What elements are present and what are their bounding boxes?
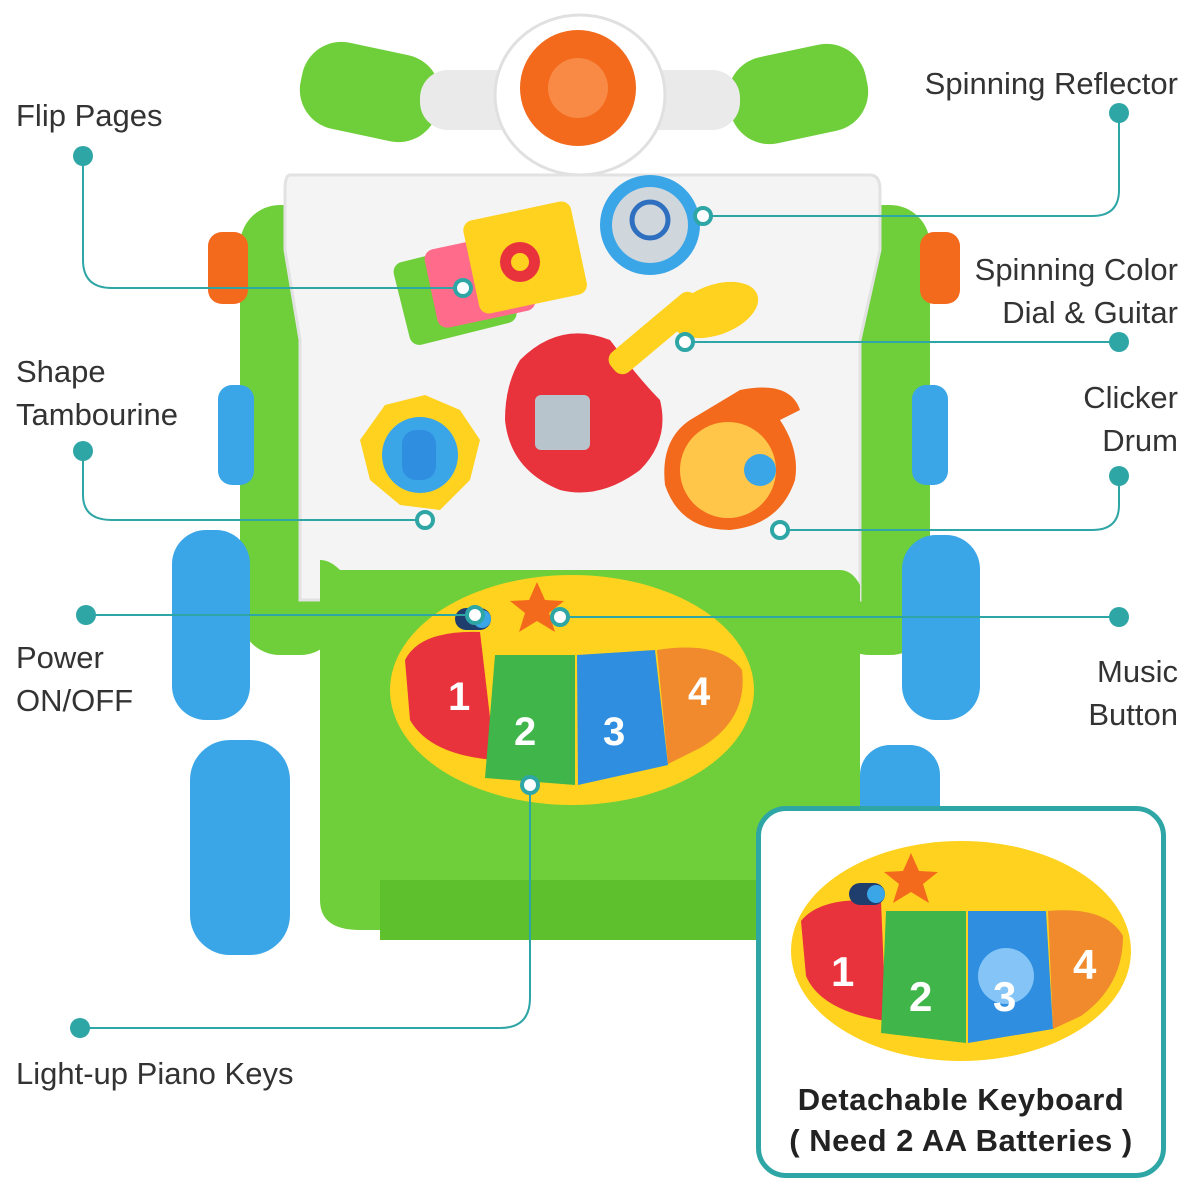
label-shape-tambourine-line2: Tambourine — [16, 397, 178, 432]
label-clicker-drum-line2: Drum — [1102, 423, 1178, 458]
label-clicker-drum: Clicker Drum — [1083, 376, 1178, 462]
label-power-line1: Power — [16, 640, 104, 675]
walker-key-1: 1 — [448, 675, 470, 719]
shape-tambourine — [360, 395, 480, 510]
inset-star-button — [884, 853, 938, 903]
callout-lines — [80, 113, 1120, 1029]
walker-key-2: 2 — [514, 710, 536, 754]
inset-caption-line1: Detachable Keyboard — [797, 1082, 1125, 1117]
inset-key-3: 3 — [993, 973, 1016, 1020]
callout-dots — [70, 103, 1129, 1038]
label-flip-pages-text: Flip Pages — [16, 98, 163, 133]
label-music-button: Music Button — [1088, 650, 1178, 736]
label-piano-keys-text: Light-up Piano Keys — [16, 1056, 294, 1091]
label-music-button-line2: Button — [1088, 697, 1178, 732]
detachable-keyboard-inset: 1 2 3 4 Detachable Keyboard ( Need 2 AA … — [756, 806, 1166, 1178]
walker-key-4: 4 — [688, 670, 711, 714]
label-shape-tambourine: Shape Tambourine — [16, 350, 178, 436]
label-power-line2: ON/OFF — [16, 683, 134, 718]
clicker-drum — [664, 387, 800, 530]
label-piano-keys: Light-up Piano Keys — [16, 1052, 293, 1095]
label-flip-pages: Flip Pages — [16, 94, 162, 137]
flip-pages-book — [393, 201, 587, 345]
label-spinning-dial-guitar: Spinning Color Dial & Guitar — [975, 248, 1178, 334]
inset-key-2: 2 — [909, 973, 932, 1020]
spinning-color-dial — [600, 175, 700, 275]
inset-key-1: 1 — [831, 948, 854, 995]
label-spinning-dial-line2: Dial & Guitar — [1002, 295, 1178, 330]
inset-caption-line2: ( Need 2 AA Batteries ) — [789, 1123, 1133, 1158]
label-spinning-reflector-text: Spinning Reflector — [924, 66, 1178, 101]
detachable-keyboard-illustration: 1 2 3 4 — [791, 841, 1131, 1061]
inset-caption: Detachable Keyboard ( Need 2 AA Batterie… — [761, 1079, 1161, 1161]
walker-keyboard: 1 2 3 4 — [390, 575, 754, 805]
guitar — [505, 281, 759, 493]
label-spinning-dial-line1: Spinning Color — [974, 252, 1178, 287]
label-shape-tambourine-line1: Shape — [16, 354, 106, 389]
walker-key-3: 3 — [603, 710, 625, 754]
label-clicker-drum-line1: Clicker — [1083, 380, 1178, 415]
inset-key-4: 4 — [1073, 941, 1097, 988]
label-power-switch: Power ON/OFF — [16, 636, 133, 722]
label-spinning-reflector: Spinning Reflector — [925, 62, 1178, 105]
label-music-button-line1: Music — [1097, 654, 1178, 689]
